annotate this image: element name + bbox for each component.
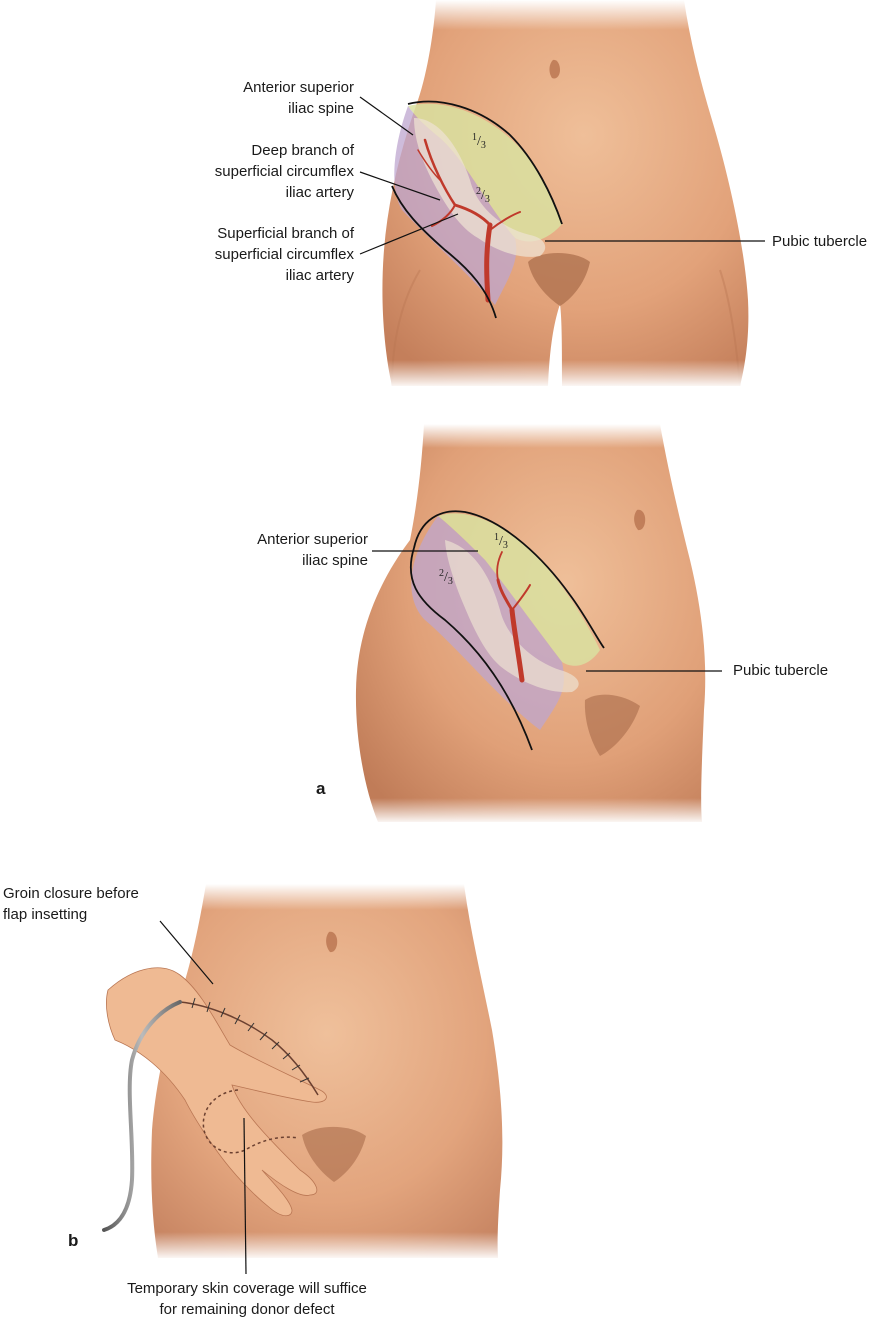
panel-a-oblique-torso bbox=[350, 424, 720, 824]
oblique-pelvis-bone bbox=[445, 540, 579, 693]
groin-closure-suture-line bbox=[179, 1001, 319, 1096]
surgical-drain-tube bbox=[102, 1000, 182, 1232]
oblique-flap-outline bbox=[413, 510, 605, 649]
frontal-fraction-upper: 1/3 bbox=[472, 132, 486, 151]
groin-closure-label: Groin closure before flap insetting bbox=[3, 885, 139, 923]
frontal-pelvis-bone bbox=[414, 118, 546, 257]
oblique-flap-upper-third bbox=[438, 513, 600, 666]
groin-closure-stitches bbox=[191, 997, 310, 1083]
oblique-pubic-tubercle-label: Pubic tubercle bbox=[733, 662, 829, 679]
surgeon-hand bbox=[106, 967, 327, 1217]
oblique-leader-lines bbox=[372, 550, 722, 672]
frontal-arteries bbox=[417, 138, 521, 303]
frontal-flap-outline bbox=[407, 100, 563, 225]
oblique-pubic-region bbox=[584, 694, 640, 756]
oblique-asis-label: Anterior superior iliac spine bbox=[257, 531, 368, 569]
frontal-asis-label: Anterior superior iliac spine bbox=[243, 79, 354, 117]
frontal-fraction-lower: 2/3 bbox=[476, 186, 490, 205]
frontal-leader-lines bbox=[359, 96, 765, 255]
oblique-fraction-lower: 2/3 bbox=[439, 568, 453, 587]
panel-a-letter: a bbox=[316, 779, 326, 798]
panel-b-letter: b bbox=[68, 1231, 79, 1250]
oblique-navel bbox=[634, 509, 646, 531]
frontal-flap-outline-lower bbox=[391, 185, 497, 319]
oblique-fraction-upper: 1/3 bbox=[494, 532, 508, 551]
frontal-pubic-region bbox=[528, 253, 590, 306]
panel-b-leader-lines bbox=[159, 920, 247, 1275]
frontal-torso-skin bbox=[382, 0, 749, 386]
panel-a-frontal-torso bbox=[380, 0, 760, 388]
oblique-arteries bbox=[496, 551, 531, 683]
frontal-deep-branch-label: Deep branch of superficial circumflex il… bbox=[214, 142, 354, 201]
frontal-superficial-branch-label: Superficial branch of superficial circum… bbox=[214, 225, 354, 284]
panel-b-torso bbox=[102, 884, 510, 1260]
frontal-navel bbox=[549, 59, 560, 79]
oblique-flap-outline-lower bbox=[409, 547, 533, 751]
frontal-pubic-tubercle-label: Pubic tubercle bbox=[772, 233, 868, 250]
panel-b-navel bbox=[326, 931, 338, 953]
panel-b-pubic-region bbox=[302, 1126, 366, 1182]
donor-defect-suture-line bbox=[202, 1089, 299, 1154]
temporary-coverage-label: Temporary skin coverage will suffice for… bbox=[127, 1280, 367, 1318]
